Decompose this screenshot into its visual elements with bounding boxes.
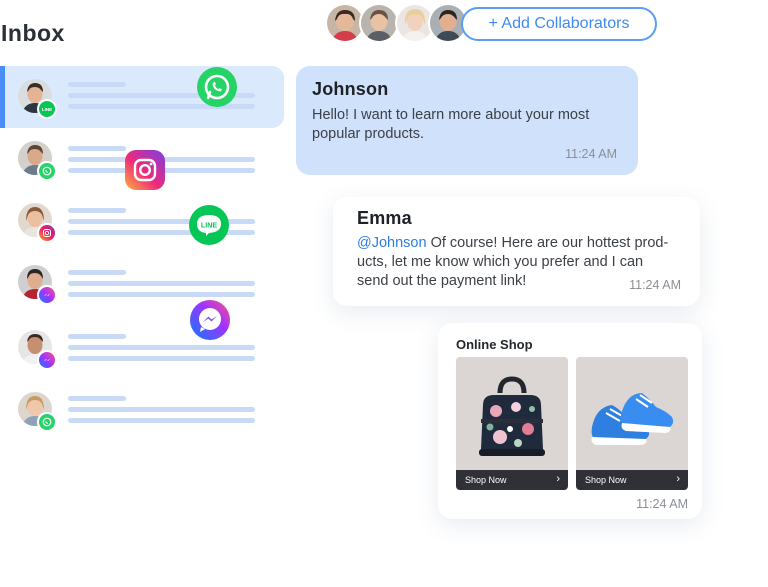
- product-tile[interactable]: Shop Now ›: [456, 357, 568, 490]
- blue-sneakers-image: [576, 357, 688, 470]
- message-text: @Johnson Of course! Here are our hottest…: [357, 234, 668, 254]
- preview-line: [68, 292, 255, 297]
- preview-line: [68, 334, 126, 339]
- svg-text:LINE: LINE: [42, 107, 52, 112]
- sender-name: Johnson: [312, 79, 389, 99]
- message-bubble-emma: Emma @Johnson Of course! Here are our ho…: [333, 197, 700, 306]
- whatsapp-badge-icon: [37, 412, 57, 432]
- preview-line: [68, 270, 126, 275]
- whatsapp-badge-icon: [37, 161, 57, 181]
- preview-line: [68, 82, 126, 87]
- svg-text:LINE: LINE: [201, 221, 218, 230]
- product-card-message: Online Shop Shop Now › Shop Now: [438, 323, 702, 519]
- shop-now-button[interactable]: Shop Now ›: [576, 470, 688, 490]
- conversation-item[interactable]: [0, 376, 284, 438]
- whatsapp-icon: [197, 67, 237, 107]
- preview-line: [68, 146, 126, 151]
- message-time: 11:24 AM: [629, 278, 681, 292]
- conversation-item[interactable]: [0, 314, 284, 376]
- messenger-icon: [190, 300, 230, 340]
- message-time: 11:24 AM: [565, 147, 617, 161]
- message-text: ucts, let me know which you prefer and I…: [357, 254, 644, 270]
- chevron-right-icon: ›: [556, 473, 560, 485]
- line-icon: LINE: [189, 205, 229, 245]
- conversation-item[interactable]: [0, 190, 284, 252]
- message-time: 11:24 AM: [636, 497, 688, 511]
- sender-name: Emma: [357, 208, 412, 228]
- shop-now-label: Shop Now: [465, 475, 507, 485]
- add-collaborators-button[interactable]: + Add Collaborators: [461, 7, 657, 41]
- messenger-badge-icon: [37, 285, 57, 305]
- mention-link[interactable]: @Johnson: [357, 235, 427, 251]
- collaborator-avatar[interactable]: [325, 3, 365, 43]
- preview-line: [68, 281, 255, 286]
- messenger-badge-icon: [37, 350, 57, 370]
- inbox-title: Inbox: [1, 20, 65, 46]
- message-text: Hello! I want to learn more about your m…: [312, 107, 590, 123]
- preview-line: [68, 230, 255, 235]
- preview-line: [68, 356, 255, 361]
- shop-now-button[interactable]: Shop Now ›: [456, 470, 568, 490]
- message-bubble-johnson: Johnson Hello! I want to learn more abou…: [296, 66, 638, 175]
- preview-line: [68, 418, 255, 423]
- collaborator-avatar[interactable]: [359, 3, 399, 43]
- preview-line: [68, 208, 126, 213]
- preview-line: [68, 345, 255, 350]
- conversation-item[interactable]: [0, 252, 284, 314]
- instagram-badge-icon: [37, 223, 57, 243]
- message-text: popular products.: [312, 126, 425, 142]
- message-text-part: Of course! Here are our hottest prod-: [426, 235, 669, 251]
- instagram-icon: [125, 150, 165, 190]
- preview-line: [68, 104, 255, 109]
- preview-line: [68, 407, 255, 412]
- message-text: send out the payment link!: [357, 273, 527, 289]
- shop-now-label: Shop Now: [585, 475, 627, 485]
- floral-bag-image: [456, 357, 568, 470]
- conversation-item[interactable]: LINE: [0, 66, 284, 128]
- preview-line: [68, 219, 255, 224]
- line-badge-icon: LINE: [37, 99, 57, 119]
- preview-line: [68, 93, 255, 98]
- preview-line: [68, 396, 126, 401]
- shop-title: Online Shop: [456, 337, 533, 352]
- chevron-right-icon: ›: [676, 473, 680, 485]
- product-tile[interactable]: Shop Now ›: [576, 357, 688, 490]
